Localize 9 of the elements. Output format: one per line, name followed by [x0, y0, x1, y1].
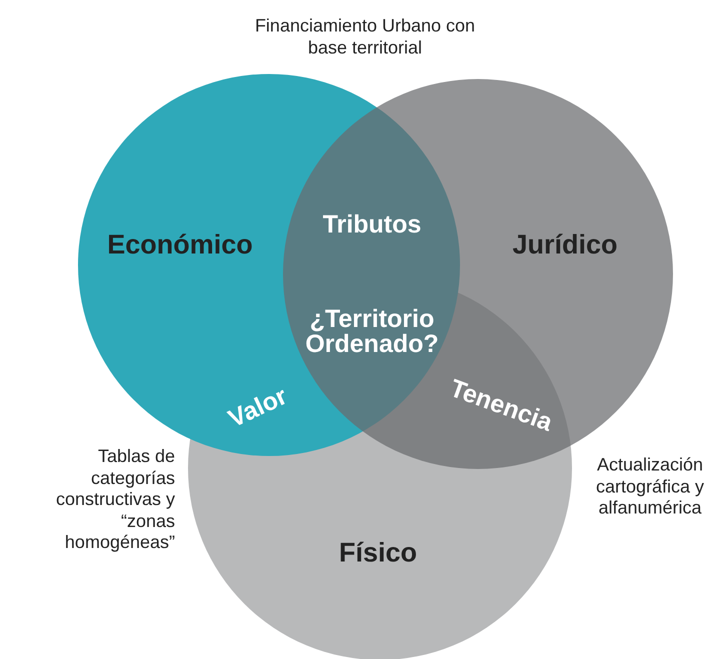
note-text: Tablas de categorías constructivas y “zonas homogéneas”: [54, 446, 175, 554]
circle-title: Físico: [338, 538, 418, 568]
center-label: ¿Territorio Ordenado?: [304, 307, 440, 357]
circle-title: Jurídico: [512, 230, 618, 260]
overlap-label: Tributos: [322, 212, 422, 238]
note-text: Actualización cartográfica y alfanumérica: [594, 454, 706, 520]
heading-text: Financiamiento Urbano con base territorial: [254, 15, 476, 59]
circle-title: Económico: [107, 230, 253, 260]
overlap-label: Valor: [225, 384, 291, 432]
